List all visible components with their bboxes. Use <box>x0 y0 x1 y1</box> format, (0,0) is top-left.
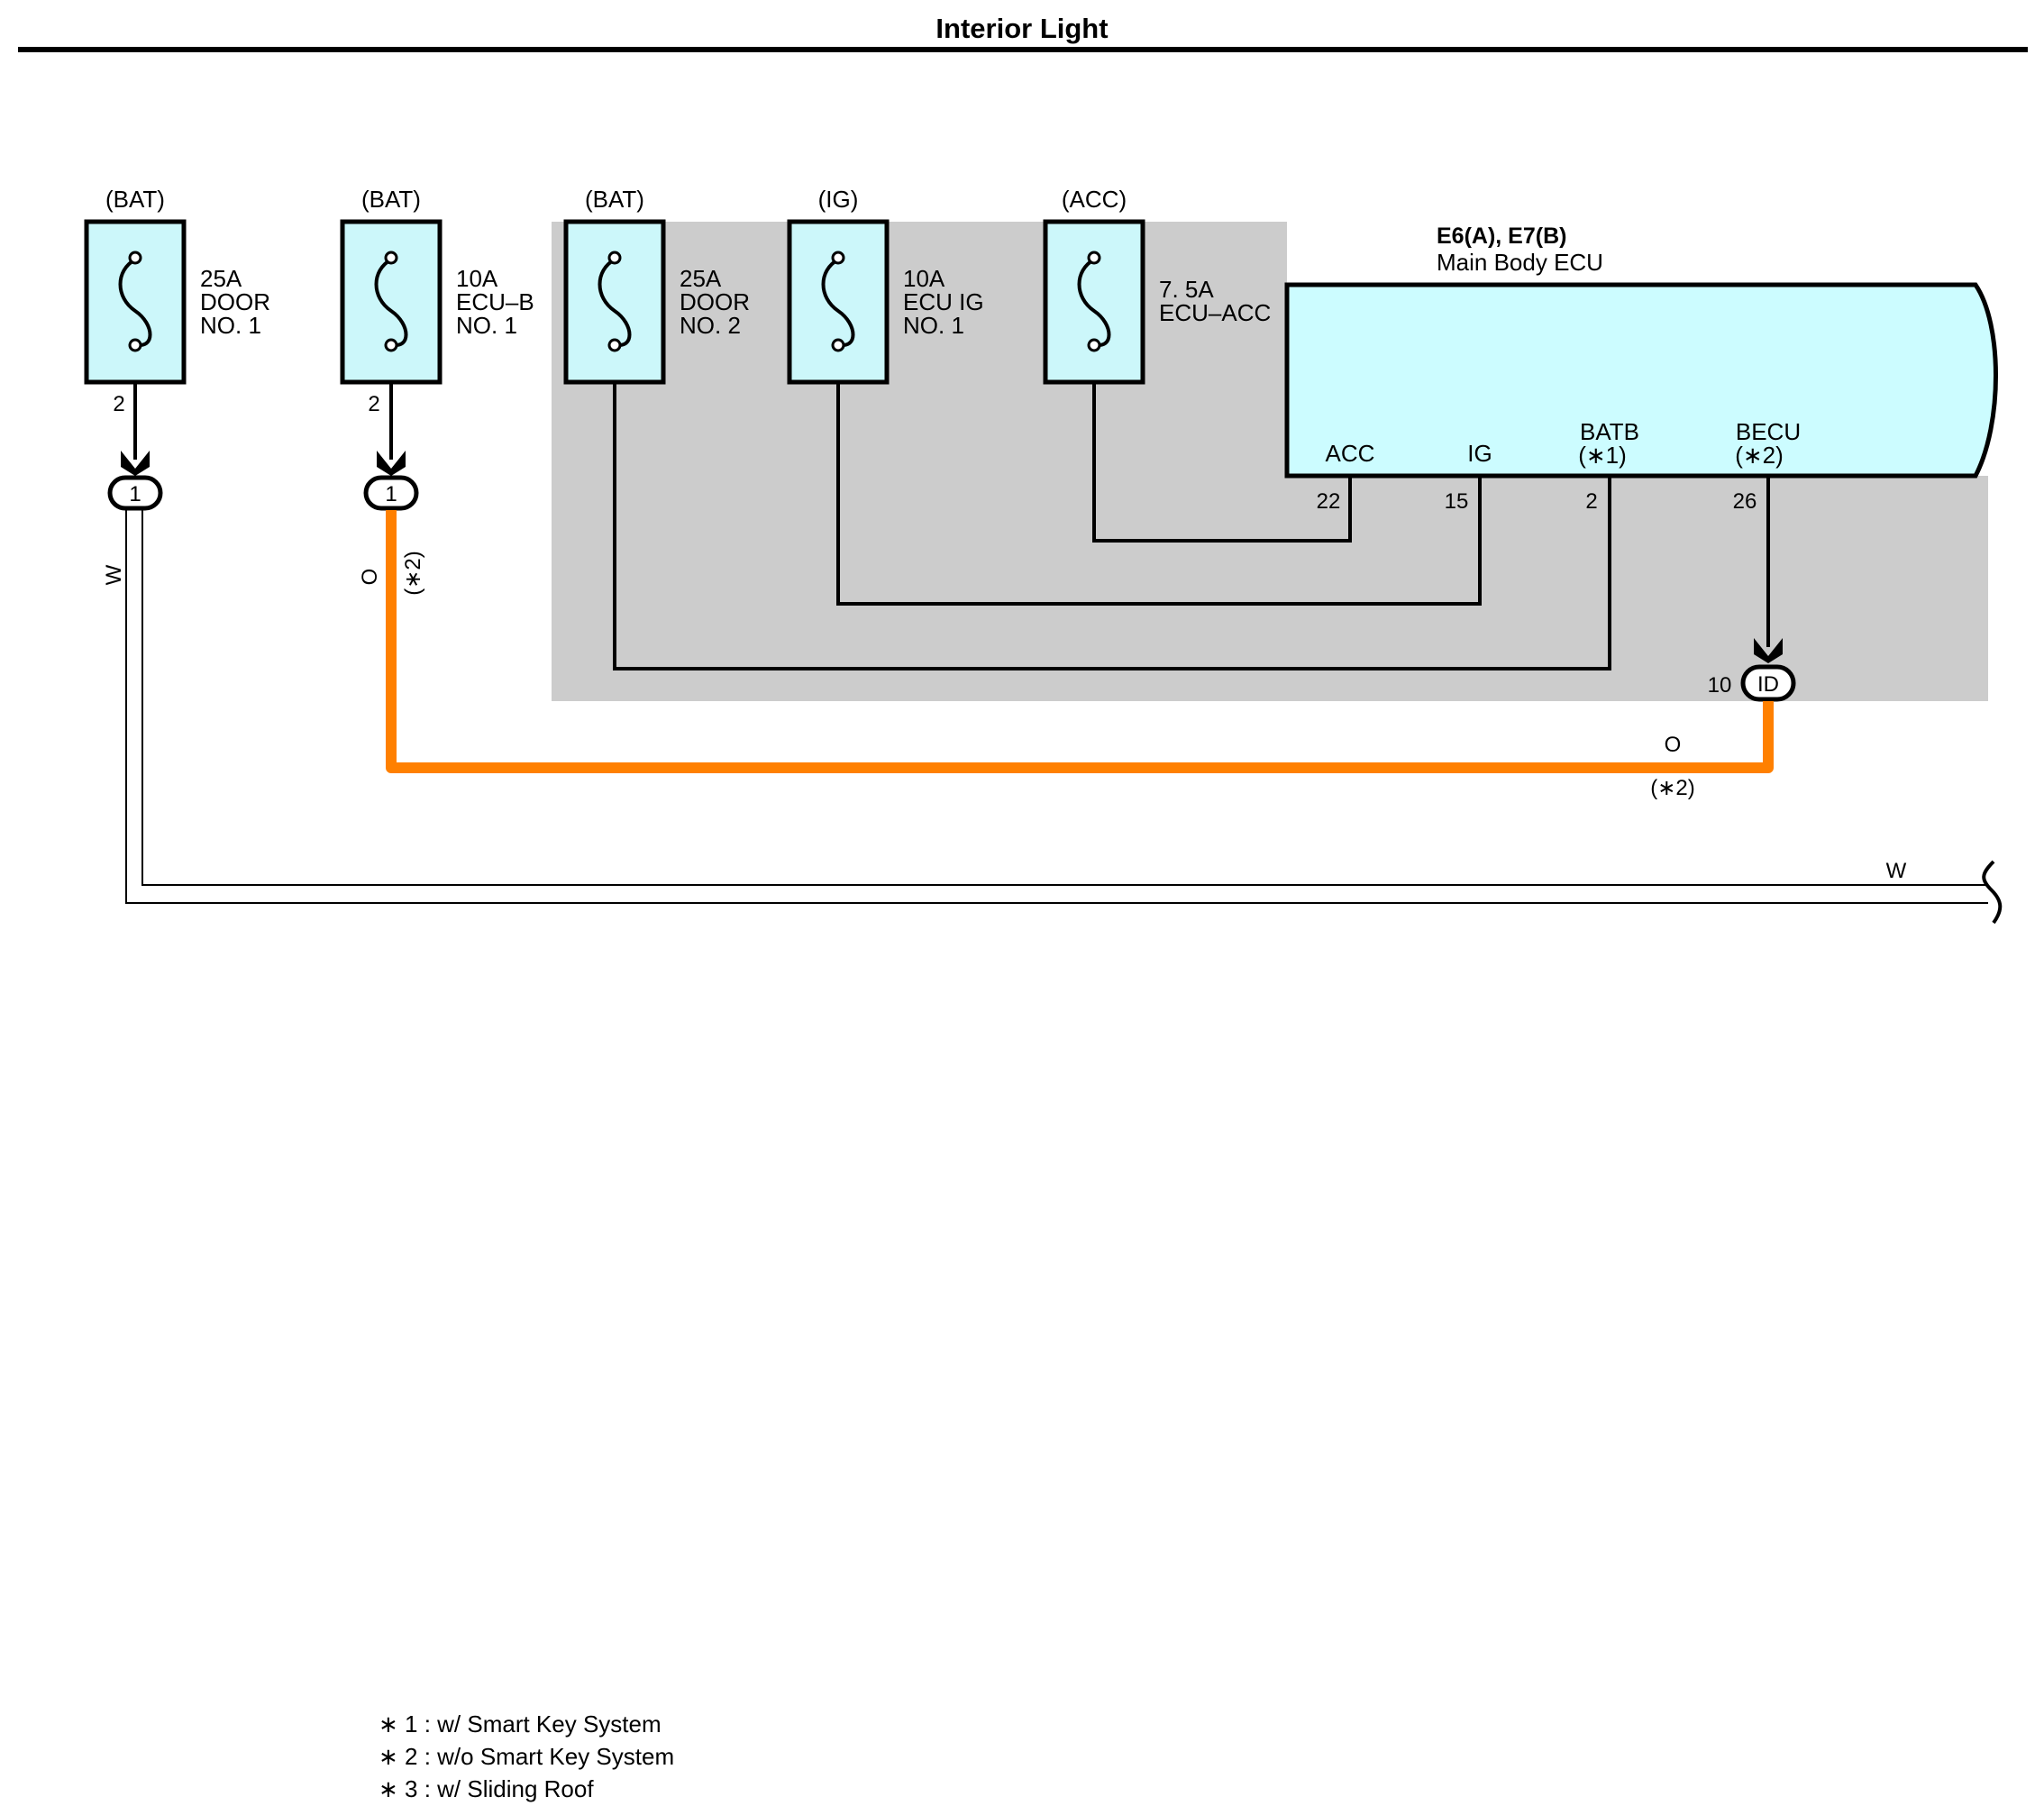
fuse-door-no2: (BAT) 25A DOOR NO. 2 <box>563 186 750 385</box>
fuse-box <box>563 219 666 385</box>
wire-color-label: W <box>102 564 126 585</box>
connector-badge <box>363 475 419 511</box>
fuse-name: ECU–ACC <box>1159 299 1271 326</box>
fuse-name: ECU IG <box>903 288 984 315</box>
pin-number: 2 <box>113 392 124 416</box>
page-title: Interior Light <box>935 13 1108 44</box>
fuse-source-label: (BAT) <box>361 186 421 213</box>
fuse-rating: 25A <box>200 265 242 292</box>
wire-ig <box>836 382 1482 606</box>
wire-note-label: (∗2) <box>401 551 425 595</box>
fuse-icon <box>1077 258 1111 347</box>
terminal-name: BECU <box>1736 418 1801 445</box>
pin-number: 26 <box>1733 489 1757 514</box>
fuse-source-label: (ACC) <box>1062 186 1127 213</box>
internal-wires <box>613 382 1770 670</box>
fuse-box <box>84 219 187 385</box>
main-body-ecu: E6(A), E7(B) Main Body ECU ACC IG BATB (… <box>1284 223 1998 514</box>
terminal-note: (∗2) <box>1735 442 1784 469</box>
pin-number: 2 <box>368 392 379 416</box>
fuse-source-label: (IG) <box>818 186 859 213</box>
fuse-ecu-ig-no1: (IG) 10A ECU IG NO. 1 <box>787 186 984 385</box>
fuse-rating: 10A <box>903 265 945 292</box>
ecu-box <box>1284 282 1998 479</box>
ecu-code: E6(A), E7(B) <box>1437 223 1566 249</box>
legend-item: ∗ 1 : w/ Smart Key System <box>379 1710 662 1738</box>
wire-acc <box>1092 382 1352 543</box>
wire-color-label: O <box>358 569 382 586</box>
legend-item: ∗ 3 : w/ Sliding Roof <box>379 1775 594 1802</box>
fuse-number: NO. 1 <box>456 312 517 339</box>
fuse-name: DOOR <box>200 288 270 315</box>
fuse-rating: 10A <box>456 265 498 292</box>
ecu-name: Main Body ECU <box>1437 249 1603 276</box>
fuse-icon <box>374 258 408 347</box>
fuse-door-no1: (BAT) 25A DOOR NO. 1 2 1 <box>84 186 270 511</box>
fuse-source-label: (BAT) <box>105 186 165 213</box>
fuse-rating: 7. 5A <box>1159 276 1214 303</box>
connector-badge <box>107 475 163 511</box>
fuse-ecu-b-no1: (BAT) 10A ECU–B NO. 1 2 1 <box>340 186 534 511</box>
fuse-icon <box>598 258 632 347</box>
fuse-box <box>787 219 890 385</box>
shaded-area-ecu <box>1287 476 1988 701</box>
legend: ∗ 1 : w/ Smart Key System ∗ 2 : w/o Smar… <box>379 1710 674 1802</box>
fuse-name: DOOR <box>680 288 750 315</box>
wire-white <box>125 508 1988 904</box>
pin-number: 10 <box>1708 673 1732 698</box>
fuse-number: NO. 2 <box>680 312 741 339</box>
wire-color-label: W <box>1886 859 1907 883</box>
wire-color-label: O <box>1665 733 1682 757</box>
wire-batb <box>613 382 1611 670</box>
fuse-number: NO. 1 <box>903 312 964 339</box>
arrow-down-icon <box>1754 638 1783 663</box>
arrow-down-icon <box>377 451 406 476</box>
wire-orange <box>386 510 1774 773</box>
junction-id: 10 ID <box>1708 638 1796 702</box>
arrow-down-icon <box>121 451 150 476</box>
fuse-icon <box>118 258 152 347</box>
terminal-name: ACC <box>1326 440 1375 467</box>
fuse-box <box>1043 219 1145 385</box>
terminal-name: IG <box>1467 440 1492 467</box>
pin-number: 15 <box>1445 489 1469 514</box>
fuse-icon <box>821 258 855 347</box>
connector-badge <box>1740 664 1796 702</box>
legend-item: ∗ 2 : w/o Smart Key System <box>379 1743 674 1770</box>
terminal-note: (∗1) <box>1578 442 1627 469</box>
fuse-number: NO. 1 <box>200 312 261 339</box>
fuse-name: ECU–B <box>456 288 534 315</box>
shaded-area-fuses <box>552 222 1287 701</box>
fuse-rating: 25A <box>680 265 722 292</box>
connector-label: ID <box>1757 672 1779 697</box>
connector-number: 1 <box>129 482 141 506</box>
connector-number: 1 <box>385 482 397 506</box>
terminal-name: BATB <box>1580 418 1639 445</box>
pin-number: 2 <box>1585 489 1597 514</box>
fuse-box <box>340 219 443 385</box>
wire-break-icon <box>1982 860 2003 925</box>
wire-note-label: (∗2) <box>1650 776 1694 800</box>
pin-number: 22 <box>1317 489 1341 514</box>
fuse-source-label: (BAT) <box>585 186 644 213</box>
